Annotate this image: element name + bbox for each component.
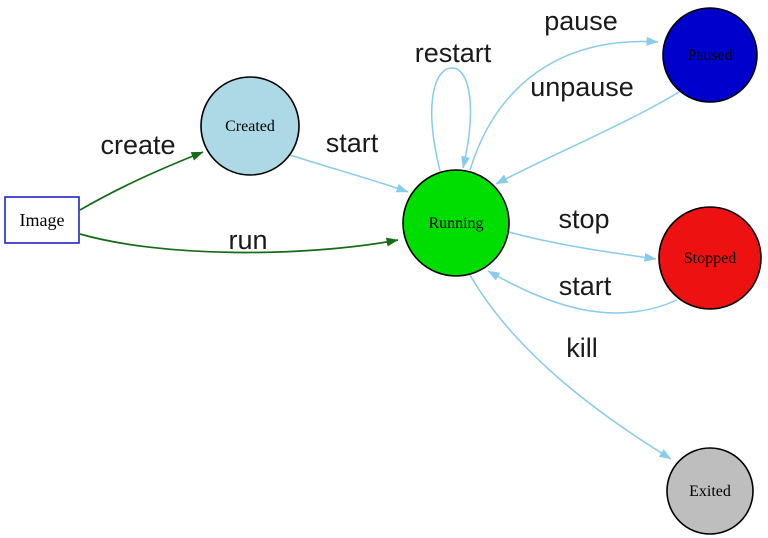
node-label-exited: Exited <box>689 483 731 500</box>
edge-label-start-created: start <box>326 128 379 158</box>
edge-create-arrow <box>79 151 204 211</box>
node-label-running: Running <box>428 215 483 232</box>
node-label-stopped: Stopped <box>684 250 736 267</box>
edge-unpause-arrow <box>495 91 680 185</box>
node-label-image: Image <box>20 210 65 230</box>
edge-start-created-arrow <box>289 154 409 193</box>
node-label-created: Created <box>225 118 275 135</box>
edge-label-start-stopped: start <box>559 271 612 301</box>
edge-label-create: create <box>100 130 175 160</box>
edge-label-kill: kill <box>566 333 598 363</box>
node-paused <box>662 7 758 103</box>
edge-label-pause: pause <box>544 6 618 36</box>
edge-pause-arrow <box>469 36 659 171</box>
node-image <box>4 196 80 244</box>
edge-start-stopped-arrow <box>487 270 678 314</box>
node-label-paused: Paused <box>687 47 732 64</box>
edge-label-unpause: unpause <box>530 72 634 102</box>
node-created <box>200 76 300 176</box>
edge-label-restart: restart <box>415 38 492 68</box>
edge-label-stop: stop <box>558 204 609 234</box>
node-exited <box>666 447 754 535</box>
edge-run-arrow <box>79 233 399 254</box>
node-stopped <box>658 206 762 310</box>
edge-kill-arrow <box>469 274 672 460</box>
edge-label-run: run <box>228 225 267 255</box>
node-running <box>402 169 510 277</box>
edge-stop-arrow <box>508 231 657 262</box>
edge-restart-arrow <box>431 67 472 172</box>
